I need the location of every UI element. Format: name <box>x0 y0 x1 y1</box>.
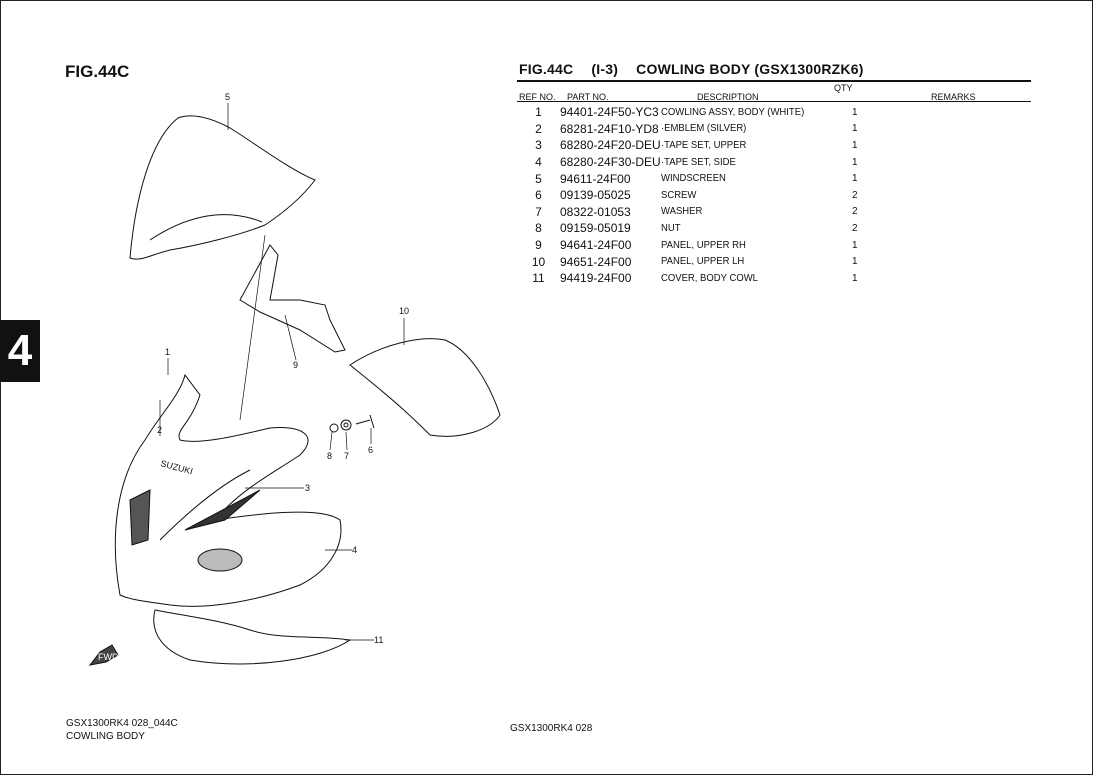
table-row: 11 94419-24F00 COVER, BODY COWL 1 <box>517 270 865 287</box>
cell-description: NUT <box>660 222 681 234</box>
cell-ref: 4 <box>535 155 542 170</box>
header-description: DESCRIPTION <box>697 92 759 102</box>
cell-part: 94419-24F00 <box>560 271 632 286</box>
cell-description: ·TAPE SET, SIDE <box>660 156 736 168</box>
cell-description: SCREW <box>660 189 697 201</box>
cell-part: 94651-24F00 <box>560 254 632 269</box>
figure-label: FIG.44C <box>65 62 130 81</box>
cell-ref: 9 <box>535 238 542 253</box>
cell-ref: 10 <box>531 254 546 269</box>
cell-part: 68280-24F20-DEU <box>560 138 661 153</box>
parts-list-title: FIG.44C (I-3) COWLING BODY (GSX1300RZK6) <box>519 61 878 77</box>
table-row: 8 09159-05019 NUT 2 <box>517 220 865 237</box>
table-row: 2 68281-24F10-YD8·EMBLEM (SILVER) 1 <box>517 121 865 138</box>
cell-qty: 1 <box>851 106 858 118</box>
cell-part: 94641-24F00 <box>560 238 632 253</box>
cell-qty: 2 <box>851 189 858 201</box>
cell-description: PANEL, UPPER RH <box>660 239 746 251</box>
footer-name: COWLING BODY <box>66 731 145 742</box>
callout-8: 8 <box>327 451 332 461</box>
header-qty: QTY <box>834 83 853 93</box>
callout-2: 2 <box>157 425 162 435</box>
cell-description: PANEL, UPPER LH <box>660 256 744 268</box>
cell-ref: 3 <box>535 138 542 153</box>
cell-description: ·TAPE SET, UPPER <box>660 139 747 151</box>
header-remarks: REMARKS <box>931 92 976 102</box>
cell-part: 09139-05025 <box>560 188 631 203</box>
table-row: 3 68280-24F20-DEU·TAPE SET, UPPER 1 <box>517 137 865 154</box>
cell-ref: 5 <box>535 171 542 186</box>
cell-ref: 2 <box>535 121 542 136</box>
section-tab: 4 <box>0 320 40 382</box>
cell-part: 08322-01053 <box>560 204 631 219</box>
cell-part: 68280-24F30-DEU <box>560 155 661 170</box>
cell-qty: 2 <box>851 206 858 218</box>
table-row: 5 94611-24F00 WINDSCREEN 1 <box>517 170 865 187</box>
panel-upper-lh <box>349 338 501 437</box>
table-row: 9 94641-24F00 PANEL, UPPER RH 1 <box>517 237 865 254</box>
cell-description: WINDSCREEN <box>660 173 726 185</box>
cell-ref: 11 <box>532 271 545 286</box>
callout-6: 6 <box>368 445 373 455</box>
cell-qty: 1 <box>851 139 858 151</box>
footer-center-code: GSX1300RK4 028 <box>510 723 593 734</box>
title-fig: FIG.44C <box>519 61 574 77</box>
title-name: COWLING BODY (GSX1300RZK6) <box>636 61 864 77</box>
callout-9: 9 <box>293 360 298 370</box>
cell-description: COVER, BODY COWL <box>660 272 758 284</box>
table-row: 7 08322-01053 WASHER 2 <box>517 204 865 221</box>
table-row: 4 68280-24F30-DEU·TAPE SET, SIDE 1 <box>517 154 865 171</box>
cell-part: 68281-24F10-YD8 <box>560 121 659 136</box>
cell-qty: 1 <box>851 173 858 185</box>
header-part: PART NO. <box>567 92 609 102</box>
cell-ref: 6 <box>535 188 542 203</box>
body-cowl-cover <box>153 609 352 665</box>
cell-ref: 7 <box>535 204 542 219</box>
callout-3: 3 <box>305 483 310 493</box>
panel-upper-rh <box>239 244 346 353</box>
callout-7: 7 <box>344 451 349 461</box>
cell-qty: 2 <box>851 222 858 234</box>
cell-qty: 1 <box>851 272 858 284</box>
callout-1: 1 <box>165 347 170 357</box>
cell-qty: 1 <box>851 256 858 268</box>
cell-qty: 1 <box>851 123 858 135</box>
header-ref: REF NO. <box>519 92 556 102</box>
cowling-body <box>114 373 342 607</box>
fwd-label: FWD <box>98 652 119 662</box>
title-section: (I-3) <box>591 61 619 77</box>
cell-part: 94401-24F50-YC3 <box>560 105 659 120</box>
windscreen-part <box>129 115 316 260</box>
callout-5: 5 <box>225 92 230 102</box>
header-rule-bottom <box>517 101 1031 102</box>
cell-part: 09159-05019 <box>560 221 631 236</box>
footer-code: GSX1300RK4 028_044C <box>66 718 178 729</box>
callout-11: 11 <box>374 635 383 645</box>
cell-description: WASHER <box>660 206 703 218</box>
emblem-text: SUZUKI <box>159 458 193 476</box>
cell-qty: 1 <box>851 239 858 251</box>
callout-4: 4 <box>352 545 357 555</box>
header-rule <box>517 80 1031 82</box>
callout-10: 10 <box>399 306 409 316</box>
cell-qty: 1 <box>851 156 858 168</box>
cell-ref: 1 <box>535 105 542 120</box>
cell-part: 94611-24F00 <box>560 171 631 186</box>
cell-description: ·EMBLEM (SILVER) <box>660 123 747 135</box>
cell-ref: 8 <box>535 221 542 236</box>
cell-description: COWLING ASSY, BODY (WHITE) <box>660 106 804 118</box>
table-row: 10 94651-24F00 PANEL, UPPER LH 1 <box>517 253 865 270</box>
table-row: 6 09139-05025 SCREW 2 <box>517 187 865 204</box>
